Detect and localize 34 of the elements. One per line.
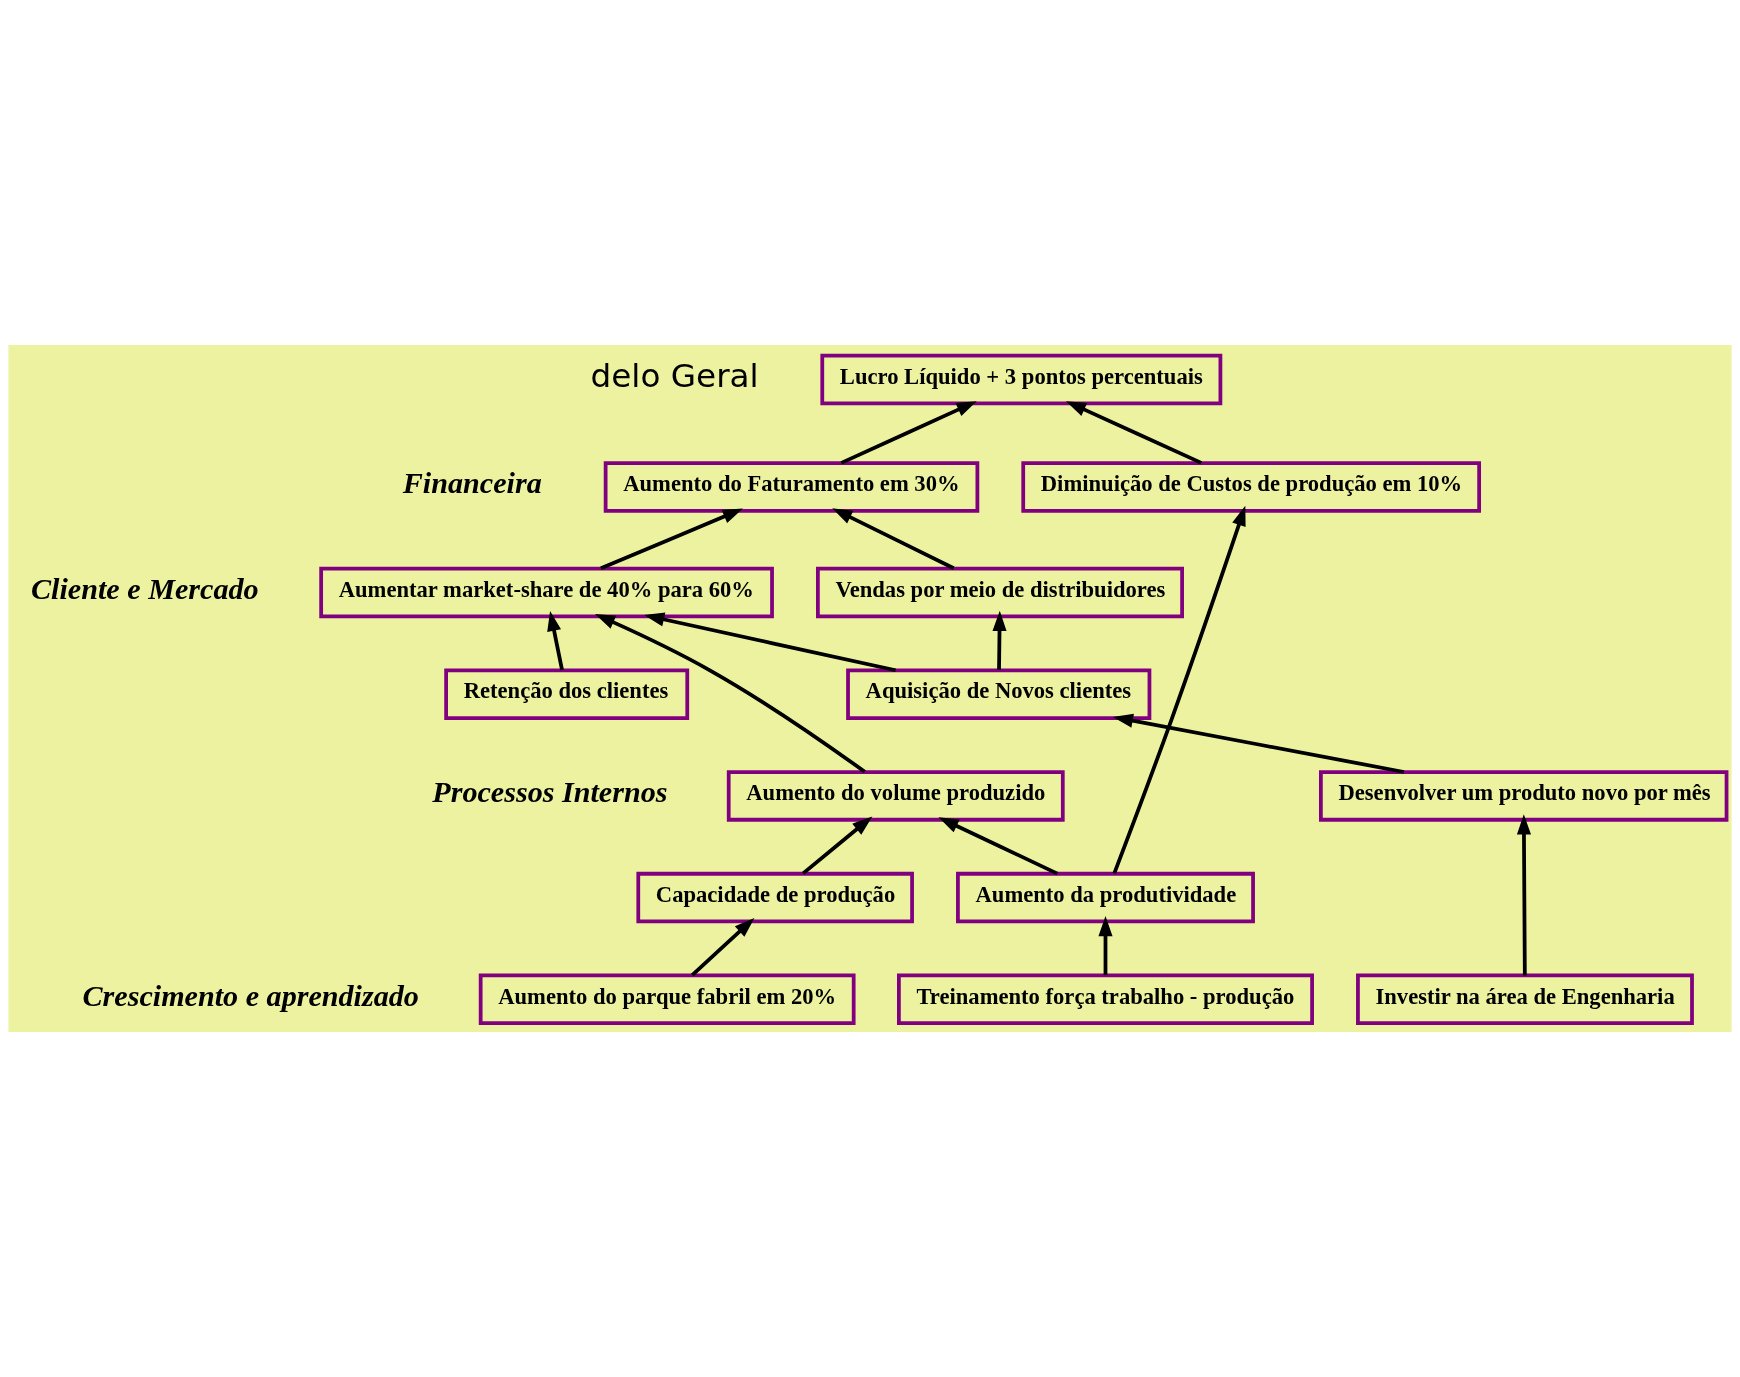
node-box: Aumento do parque fabril em 20% <box>478 973 856 1026</box>
node-box: Retenção dos clientes <box>444 668 690 720</box>
label: delo Geral <box>590 357 759 396</box>
arrow <box>938 817 1059 876</box>
arrow <box>992 610 1007 670</box>
node-box: Desenvolver um produto novo por mês <box>1319 770 1729 822</box>
label: Cliente e Mercado <box>31 571 259 606</box>
node-box: Diminuição de Custos de produção em 10% <box>1021 461 1481 513</box>
label: Processos Internos <box>432 775 668 810</box>
arrow <box>1516 814 1531 976</box>
label: Financeira <box>402 466 542 501</box>
node-box: Lucro Líquido + 3 pontos percentuais <box>820 353 1223 406</box>
node-box: Treinamento força trabalho - produção <box>897 973 1314 1026</box>
node-box: Aumento do volume produzido <box>726 770 1065 822</box>
node-box: Aumentar market-share de 40% para 60% <box>319 566 774 619</box>
arrow <box>1098 916 1113 976</box>
node-box: Aquisição de Novos clientes <box>846 668 1152 720</box>
node-box: Capacidade de produção <box>636 871 914 924</box>
arrow <box>1065 401 1203 465</box>
arrow <box>840 401 977 465</box>
label: Crescimento e aprendizado <box>82 978 419 1013</box>
arrow <box>1112 713 1405 774</box>
arrow <box>547 610 564 671</box>
node-box: Aumento da produtividade <box>956 871 1255 924</box>
arrow <box>594 614 866 774</box>
arrow <box>600 508 743 571</box>
node-box: Vendas por meio de distribuidores <box>816 566 1184 619</box>
node-box: Aumento do Faturamento em 30% <box>603 461 980 513</box>
arrow <box>1112 505 1246 874</box>
arrow <box>801 816 873 875</box>
arrow <box>644 612 896 673</box>
arrow <box>832 508 955 570</box>
node-box: Investir na área de Engenharia <box>1356 973 1694 1026</box>
arrow <box>690 917 755 977</box>
